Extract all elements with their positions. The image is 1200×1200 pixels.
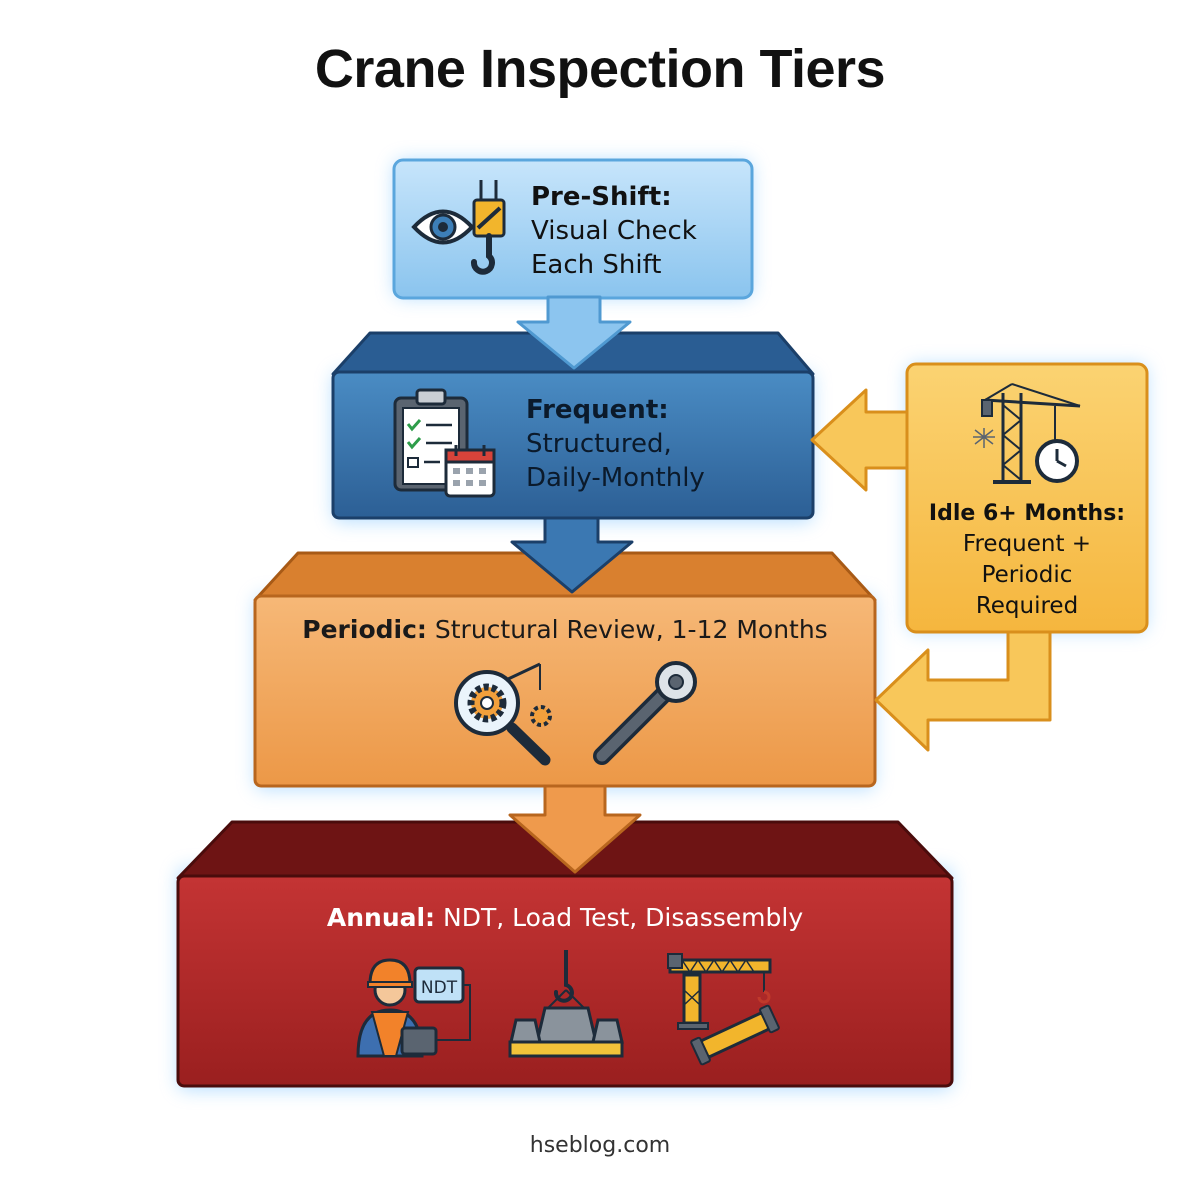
magnifier-gear-icon	[454, 662, 552, 766]
annual-heading: Annual: NDT, Load Test, Disassembly	[327, 903, 803, 932]
preshift-label: Pre-Shift:	[531, 182, 672, 212]
preshift-tier	[392, 158, 754, 300]
preshift-text: Pre-Shift: Visual Check Each Shift	[531, 182, 697, 280]
annual-desc: NDT, Load Test, Disassembly	[443, 903, 803, 932]
page-title: Crane Inspection Tiers	[314, 39, 886, 99]
idle-line3: Required	[976, 593, 1078, 619]
footer-site: hseblog.com	[529, 1133, 671, 1158]
periodic-desc: Structural Review, 1-12 Months	[435, 615, 828, 644]
crane-tower-icon	[973, 383, 1081, 484]
idle-box	[905, 362, 1149, 634]
frequent-line1: Structured,	[526, 429, 672, 459]
worker-ndt-icon: NDT	[356, 958, 471, 1058]
frequent-line2: Daily-Monthly	[526, 463, 705, 493]
periodic-label: Periodic:	[302, 615, 427, 644]
idle-line2: Periodic	[982, 562, 1073, 588]
frequent-text: Frequent: Structured, Daily-Monthly	[526, 395, 705, 493]
crane-disassembly-icon	[667, 953, 780, 1066]
arrow-periodic-to-annual	[508, 784, 642, 874]
eye-icon	[411, 209, 475, 245]
ndt-badge-label: NDT	[421, 978, 458, 998]
arrow-idle-to-frequent	[810, 388, 909, 492]
idle-text: Idle 6+ Months: Frequent + Periodic Requ…	[929, 501, 1125, 619]
idle-label: Idle 6+ Months:	[929, 501, 1125, 526]
clock-icon	[1035, 439, 1079, 483]
annual-label: Annual:	[327, 903, 435, 932]
crane-hook-icon	[471, 180, 506, 275]
arrow-idle-to-periodic	[874, 630, 1052, 752]
arrow-frequent-to-periodic	[510, 516, 634, 594]
arrow-preshift-to-frequent	[516, 295, 632, 370]
preshift-line2: Each Shift	[531, 250, 662, 280]
preshift-line1: Visual Check	[531, 216, 697, 246]
idle-line1: Frequent +	[963, 531, 1091, 557]
calendar-icon	[444, 445, 496, 498]
load-test-weight-icon	[508, 950, 624, 1058]
frequent-label: Frequent:	[526, 395, 669, 425]
ratchet-wrench-icon	[593, 661, 697, 765]
periodic-heading: Periodic: Structural Review, 1-12 Months	[302, 615, 827, 644]
periodic-tier	[253, 551, 877, 790]
